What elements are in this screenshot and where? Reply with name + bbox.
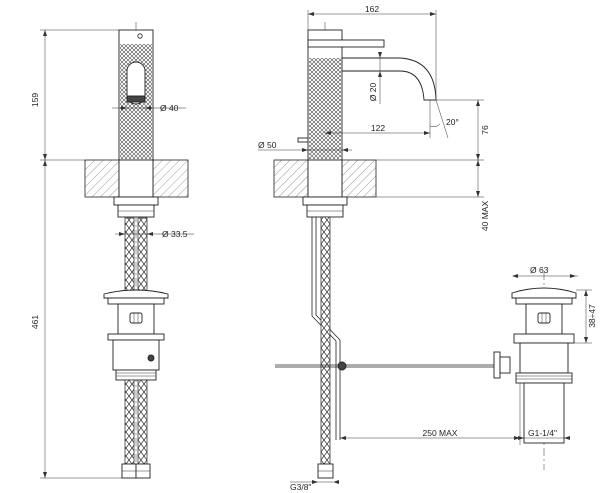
front-aerator: [126, 95, 146, 103]
front-base-shank: [118, 159, 154, 198]
front-hose-right-lower: [137, 379, 148, 465]
front-waste-nut: [107, 333, 165, 341]
dim-spout-reach: 122: [371, 123, 385, 133]
front-hose-right-upper: [137, 217, 148, 294]
side-flexible-hose: [320, 216, 331, 465]
dim-spout-outlet-diameter: Ø 40: [160, 103, 179, 113]
waste-plug-flange: [515, 297, 573, 305]
dim-front-height-total: 461: [30, 315, 40, 329]
side-handle-lever: [307, 39, 385, 48]
dim-waste-plug-diameter: Ø 63: [530, 265, 549, 275]
side-spout: [341, 57, 437, 101]
dim-flexible-hose-diameter: Ø 33.5: [162, 229, 188, 239]
waste-tail: [519, 342, 569, 374]
front-hose-left-upper: [124, 217, 135, 294]
front-waste-window: [129, 312, 143, 324]
waste-pipe: [523, 382, 565, 444]
side-counter-left: [273, 159, 309, 198]
waste-nut: [513, 333, 575, 344]
dim-counter-thickness-max: 40 MAX: [480, 201, 490, 232]
front-counter-left: [84, 159, 120, 198]
dim-front-height-top: 159: [30, 93, 40, 107]
front-waste-plug-flange: [107, 297, 165, 305]
side-base-shank: [307, 159, 343, 198]
front-top-hole: [137, 33, 143, 39]
dim-connection-thread: G3/8": [290, 482, 311, 492]
front-waste-thread: [115, 369, 157, 381]
front-counter-right: [152, 159, 189, 198]
waste-plug-cap: [511, 287, 577, 299]
dim-waste-thread: G1-1/4": [528, 428, 557, 438]
waste-detail: Ø 63 38÷47 G1-1/4": [511, 265, 597, 470]
dim-waste-height-range: 38÷47: [587, 304, 597, 328]
side-rod-pivot: [499, 356, 511, 374]
side-view: 162 Ø 20 122 20° 76 40 MAX Ø 50 250 MAX …: [258, 4, 521, 492]
side-fixing-plate: [302, 196, 348, 206]
front-fixing-plate: [113, 196, 159, 206]
front-waste-rod-joint: [147, 354, 155, 362]
front-view: 159 461 Ø 40 Ø 33.5: [30, 22, 194, 480]
dim-spout-angle: 20°: [446, 117, 459, 127]
side-knurled-grip: [309, 58, 341, 159]
side-rod-connector: [493, 351, 501, 379]
front-waste-plug-cap: [103, 289, 169, 299]
dim-base-diameter: Ø 50: [258, 140, 277, 150]
dim-rod-length-max: 250 MAX: [423, 428, 458, 438]
dim-spout-height: 76: [480, 125, 490, 135]
front-spout-opening: [126, 61, 146, 105]
side-rod-clamp: [337, 361, 347, 371]
waste-window: [537, 312, 551, 324]
waste-thread: [515, 372, 573, 384]
dim-overall-width: 162: [365, 4, 379, 14]
dim-spout-diameter: Ø 20: [368, 83, 378, 102]
side-base-tab: [297, 137, 309, 143]
front-hose-left-lower: [124, 379, 135, 465]
side-counter-right: [341, 159, 377, 198]
